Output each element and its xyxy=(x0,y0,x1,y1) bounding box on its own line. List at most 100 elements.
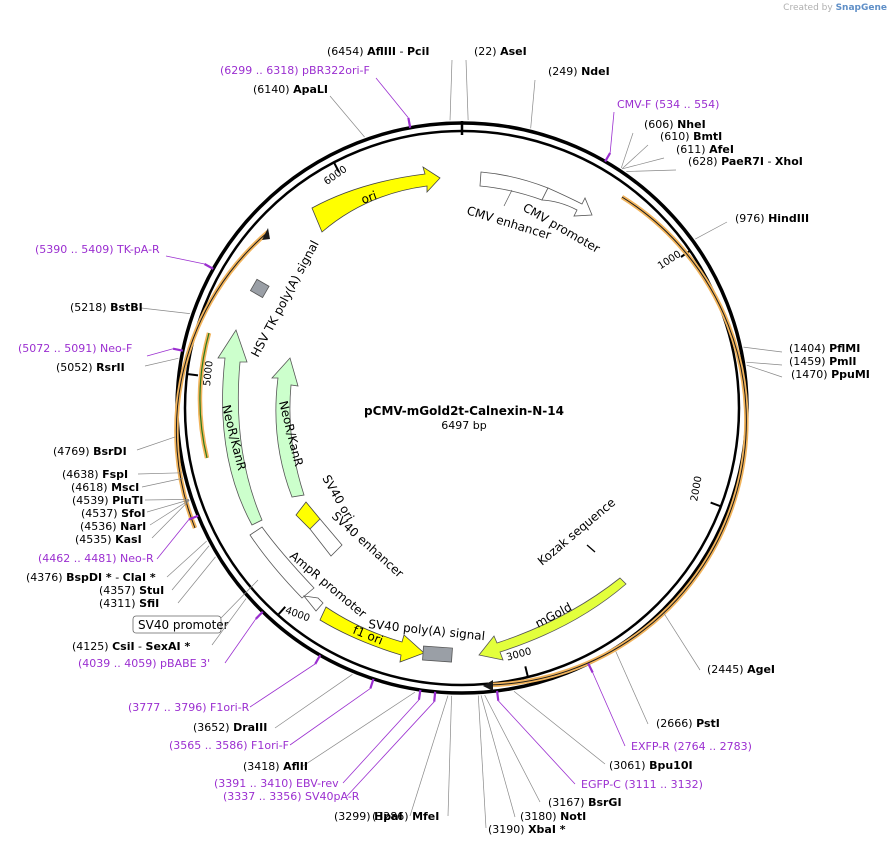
ampr-promoter-arrow xyxy=(303,595,324,612)
orf-left-arc-core xyxy=(175,231,269,529)
site-leader xyxy=(621,144,649,169)
primer-mark xyxy=(407,117,412,128)
plasmid-name: pCMV-mGold2t-Calnexin-N-14 xyxy=(364,404,564,418)
restriction-site-label: (6454) AflIII - PciI xyxy=(327,45,429,58)
restriction-site-label: (3299) HpaI xyxy=(334,810,403,823)
snapgene-watermark: Created by SnapGene xyxy=(783,3,887,13)
orf-left-inner-arc-core xyxy=(199,332,210,459)
restriction-site-label: (1404) PflMI xyxy=(789,342,860,355)
site-leader xyxy=(151,500,190,539)
primer-label: (3391 .. 3410) EBV-rev xyxy=(214,777,339,790)
restriction-site-label: (4536) NarI xyxy=(80,520,146,533)
primer-mark xyxy=(433,691,437,702)
site-leader xyxy=(746,364,783,378)
restriction-site-label: (5052) RsrII xyxy=(56,361,125,374)
restriction-site-label: (2445) AgeI xyxy=(707,663,775,676)
primer-mark xyxy=(314,654,322,665)
site-leader xyxy=(743,346,783,353)
site-leader xyxy=(465,59,469,121)
site-leader xyxy=(146,499,190,513)
restriction-site-label: (4638) FspI xyxy=(62,468,128,481)
primer-mark xyxy=(495,690,500,701)
ampr-promoter-feature xyxy=(249,526,315,599)
site-leader xyxy=(136,436,176,451)
primer-label: (4462 .. 4481) Neo-R xyxy=(38,552,154,565)
restriction-site-label: (3286) MfeI xyxy=(372,810,439,823)
sv40-polya-feature xyxy=(422,645,453,663)
primer-label: EXFP-R (2764 .. 2783) xyxy=(631,740,752,753)
site-leader xyxy=(513,691,606,765)
primer-mark xyxy=(604,152,612,163)
site-leader xyxy=(149,499,190,526)
primer-label: (5072 .. 5091) Neo-F xyxy=(18,342,132,355)
site-leader xyxy=(211,598,247,646)
ori-label: ori xyxy=(359,188,378,206)
primer-leader xyxy=(224,618,257,664)
restriction-site-label: (1459) PmlI xyxy=(789,355,856,368)
site-leader xyxy=(302,691,416,767)
primer-label: (5390 .. 5409) TK-pA-R xyxy=(35,243,160,256)
restriction-site-label: (610) BmtI xyxy=(660,130,722,143)
sv40-promoter-box xyxy=(132,615,222,634)
site-leader xyxy=(409,695,449,817)
bp-tick-label: 1000 xyxy=(656,249,683,272)
primer-mark xyxy=(254,611,264,620)
primer-leader xyxy=(342,699,420,784)
primer-mark xyxy=(172,347,184,352)
site-leader xyxy=(615,651,649,725)
site-leader xyxy=(663,613,701,671)
restriction-site-label: (4311) SfiI xyxy=(99,597,159,610)
orf-left-arc xyxy=(174,230,270,529)
restriction-site-label: (249) NdeI xyxy=(548,65,610,78)
orf-right-arc xyxy=(487,195,749,688)
neor-outer-label: NeoR/KanR xyxy=(219,403,249,471)
site-leader xyxy=(141,477,183,488)
primer-leader xyxy=(497,700,576,785)
site-leader xyxy=(140,307,190,314)
site-leader xyxy=(171,545,210,591)
cmv-enhancer-leader xyxy=(503,189,513,207)
primer-label: CMV-F (534 .. 554) xyxy=(617,98,719,111)
bp-tick-label: 4000 xyxy=(284,605,312,624)
sv40-enhancer-feature xyxy=(309,518,343,557)
site-leader xyxy=(626,169,677,172)
restriction-site-label: (3652) DraIII xyxy=(193,721,267,734)
primer-mark xyxy=(587,663,594,673)
restriction-site-label: (611) AfeI xyxy=(676,143,734,156)
primer-leader xyxy=(249,663,316,708)
bp-tick-label: 2000 xyxy=(689,475,704,502)
site-leader xyxy=(746,361,783,366)
mgold-feature xyxy=(478,577,627,661)
primer-mark xyxy=(188,514,199,521)
orf-right-arc-core xyxy=(487,196,747,686)
restriction-site-label: (4125) CsiI - SexAI * xyxy=(72,640,190,653)
restriction-site-label: (1470) PpuMI xyxy=(791,368,870,381)
restriction-site-label: (628) PaeR7I - XhoI xyxy=(688,155,803,168)
restriction-site-label: (22) AseI xyxy=(474,45,527,58)
restriction-site-label: (3418) AflII xyxy=(243,760,308,773)
kozak-sequence-mark xyxy=(586,544,596,553)
bp-tick xyxy=(710,501,721,508)
primer-leader xyxy=(165,255,205,265)
restriction-site-label: (3167) BsrGI xyxy=(548,796,622,809)
primer-mark xyxy=(369,678,375,689)
primer-mark xyxy=(203,263,214,270)
site-leader xyxy=(477,695,487,829)
plasmid-length: 6497 bp xyxy=(441,419,486,432)
restriction-site-label: (4535) KasI xyxy=(75,533,142,546)
primer-label: EGFP-C (3111 .. 3132) xyxy=(581,778,703,791)
site-leader xyxy=(144,357,179,367)
neor-outer-feature xyxy=(217,329,263,526)
primer-leader xyxy=(375,77,409,119)
site-leader xyxy=(329,95,365,138)
site-leader xyxy=(620,132,634,169)
orf-right-arrowhead xyxy=(483,680,493,691)
hsv-tk-polya-label: HSV TK poly(A) signal xyxy=(248,238,321,359)
primer-leader xyxy=(346,701,435,797)
restriction-site-label: (4537) SfoI xyxy=(81,507,145,520)
site-leader xyxy=(695,221,728,240)
neor-inner-feature xyxy=(271,357,305,498)
cmv-promoter-feature xyxy=(541,187,593,217)
site-leader xyxy=(622,157,665,170)
bp-tick xyxy=(333,162,340,173)
